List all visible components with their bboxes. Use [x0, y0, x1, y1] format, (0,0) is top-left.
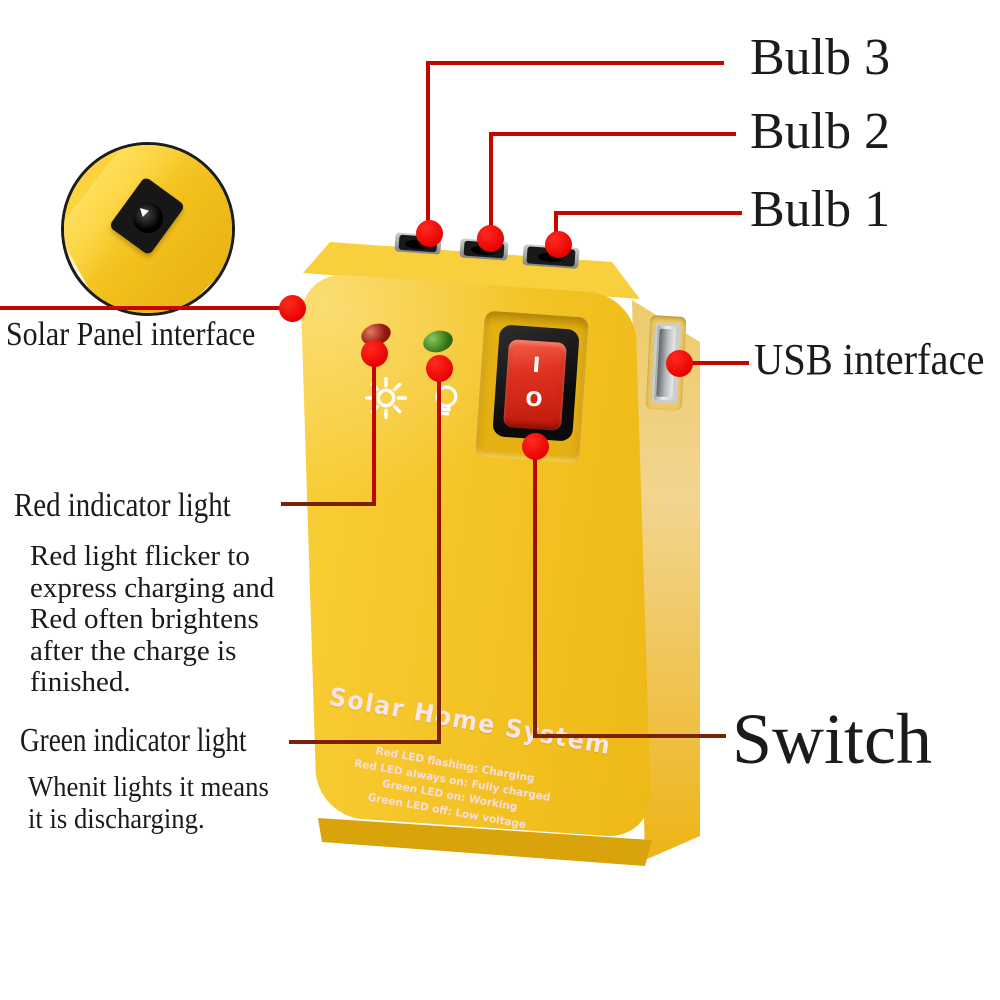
- label-bulb3: Bulb 3: [750, 29, 891, 86]
- leader-bulb2-horizontal: [489, 132, 736, 136]
- leader-bulb3-vertical: [426, 61, 430, 236]
- pointer-dot-switch: [521, 432, 549, 460]
- label-switch: Switch: [732, 699, 933, 779]
- note-red-indicator: Red light flicker to express charging an…: [30, 540, 275, 698]
- pointer-dot-solar: [278, 294, 306, 322]
- bulb-icon: [435, 385, 458, 416]
- pointer-dot-redled: [360, 339, 388, 367]
- leader-greenled-horizontal: [289, 740, 441, 744]
- leader-bulb3-horizontal: [426, 61, 724, 65]
- label-usb-interface: USB interface: [754, 335, 985, 384]
- switch-off-marking: O: [524, 386, 544, 412]
- label-green-indicator-light: Green indicator light: [20, 722, 247, 759]
- leader-switch-vertical: [533, 445, 537, 738]
- leader-bulb1-horizontal: [554, 211, 742, 215]
- leader-usb-horizontal: [679, 361, 749, 365]
- pointer-dot-bulb1: [544, 230, 572, 258]
- leader-solar-horizontal: [0, 306, 293, 310]
- note-green-indicator: Whenit lights it means it is discharging…: [28, 771, 269, 835]
- switch-on-marking: I: [531, 352, 542, 378]
- pointer-dot-bulb2: [476, 224, 504, 252]
- leader-switch-horizontal: [533, 734, 726, 738]
- label-solar-panel-interface: Solar Panel interface: [6, 316, 256, 353]
- label-red-indicator-light: Red indicator light: [14, 487, 231, 524]
- pointer-dot-bulb3: [415, 219, 443, 247]
- leader-redled-vertical: [372, 353, 376, 506]
- inset-dc-jack-hole: [133, 203, 163, 233]
- pointer-dot-greenled: [425, 354, 453, 382]
- power-switch-rocker: I O: [503, 339, 567, 431]
- sun-icon: [365, 377, 407, 419]
- leader-bulb2-vertical: [489, 132, 493, 240]
- pointer-dot-usb: [665, 349, 693, 377]
- label-bulb2: Bulb 2: [750, 103, 891, 160]
- leader-greenled-vertical: [437, 369, 441, 744]
- leader-redled-horizontal: [281, 502, 376, 506]
- leader-bulb1-vertical: [554, 211, 558, 247]
- solar-panel-interface-inset: [61, 142, 235, 316]
- label-bulb1: Bulb 1: [750, 181, 891, 238]
